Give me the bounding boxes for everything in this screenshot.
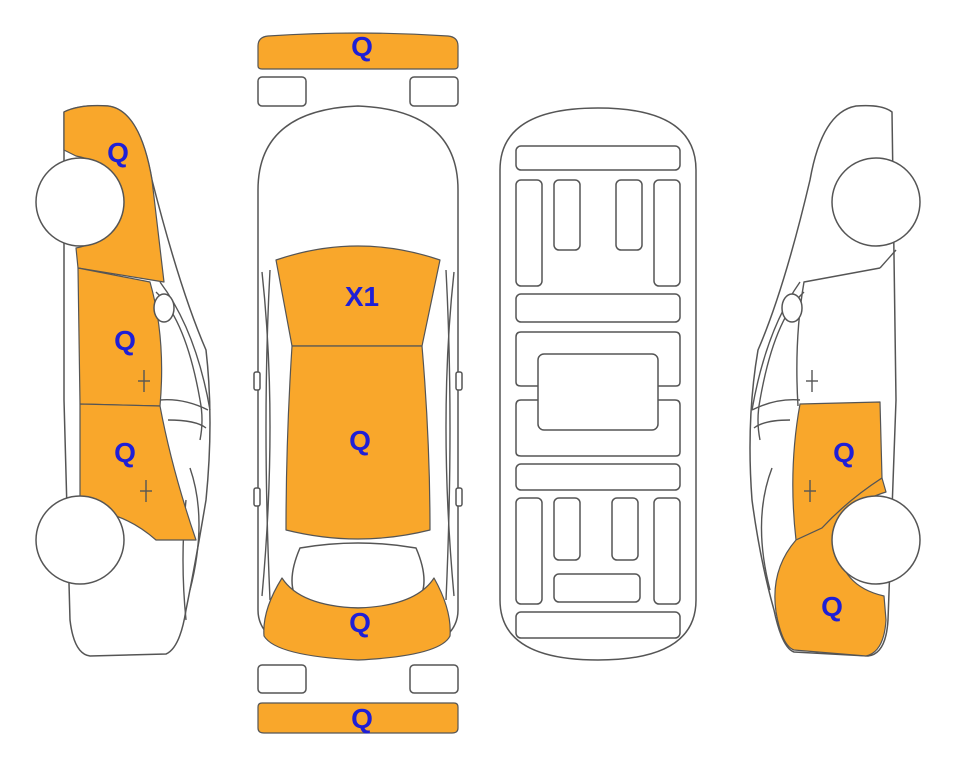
label-rear-bumper: Q xyxy=(351,703,373,734)
label-left-front-door: Q xyxy=(114,325,136,356)
label-left-front-fender: Q xyxy=(107,137,129,168)
left-side-view xyxy=(35,104,211,657)
hood-panel[interactable] xyxy=(275,245,441,347)
underbody-view xyxy=(499,107,697,661)
right-side-view xyxy=(749,104,921,657)
label-trunk-lid: Q xyxy=(349,607,371,638)
front-bumper-panel[interactable] xyxy=(257,32,459,70)
label-hood: X1 xyxy=(345,281,379,312)
left-rear-wheel xyxy=(35,495,125,585)
right-rear-wheel xyxy=(831,495,921,585)
left-front-wheel xyxy=(35,157,125,247)
rear-bumper-panel[interactable] xyxy=(257,702,459,734)
trunk-lid-panel[interactable] xyxy=(263,577,451,661)
right-front-wheel xyxy=(831,157,921,247)
headlight-right xyxy=(409,76,459,107)
taillight-left xyxy=(257,664,307,694)
right-rear-quarter-panel[interactable] xyxy=(774,477,887,657)
roof-panel[interactable] xyxy=(285,345,431,540)
label-left-rear-door: Q xyxy=(114,437,136,468)
headlight-left xyxy=(257,76,307,107)
label-right-rear-door: Q xyxy=(833,437,855,468)
label-roof: Q xyxy=(349,425,371,456)
top-view xyxy=(253,32,463,734)
label-right-rear-quarter: Q xyxy=(821,591,843,622)
label-front-bumper: Q xyxy=(351,31,373,62)
taillight-right xyxy=(409,664,459,694)
